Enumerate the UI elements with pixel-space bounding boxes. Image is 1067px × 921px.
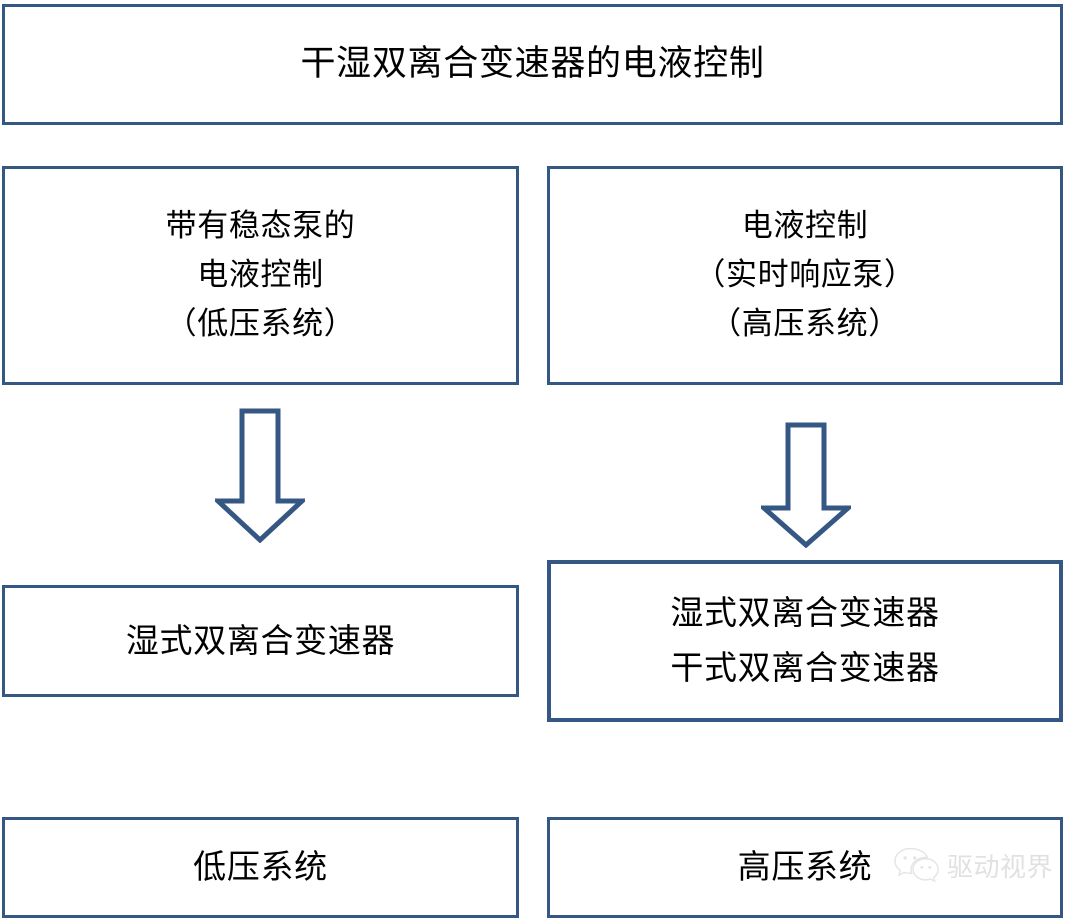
source-box-high-pressure: 电液控制 （实时响应泵） （高压系统） — [547, 166, 1063, 385]
system-box-high-pressure: 高压系统 — [547, 817, 1063, 918]
diagram-title-box: 干湿双离合变速器的电液控制 — [2, 4, 1063, 125]
target-right-line-2: 干式双离合变速器 — [670, 648, 940, 687]
diagram-title-text: 干湿双离合变速器的电液控制 — [300, 44, 765, 85]
source-box-low-pressure: 带有稳态泵的 电液控制 （低压系统） — [2, 166, 519, 385]
system-box-low-pressure: 低压系统 — [2, 817, 519, 918]
source-left-line-1: 带有稳态泵的 — [165, 208, 356, 244]
source-right-line-3: （高压系统） — [710, 306, 900, 342]
system-left-label: 低压系统 — [193, 847, 328, 887]
target-left-line-1: 湿式双离合变速器 — [125, 620, 396, 660]
source-left-line-3: （低压系统） — [165, 306, 356, 342]
down-block-arrow-icon-right — [757, 422, 855, 549]
down-block-arrow-icon-left — [211, 408, 309, 544]
source-right-line-2: （实时响应泵） — [694, 257, 916, 293]
system-right-label: 高压系统 — [737, 847, 873, 887]
source-right-line-1: 电液控制 — [741, 208, 869, 244]
source-left-line-2: 电液控制 — [197, 257, 324, 293]
target-right-line-1: 湿式双离合变速器 — [670, 593, 940, 633]
target-box-wet-and-dry-dct: 湿式双离合变速器 干式双离合变速器 — [547, 560, 1063, 722]
target-box-wet-dct: 湿式双离合变速器 — [2, 585, 519, 697]
